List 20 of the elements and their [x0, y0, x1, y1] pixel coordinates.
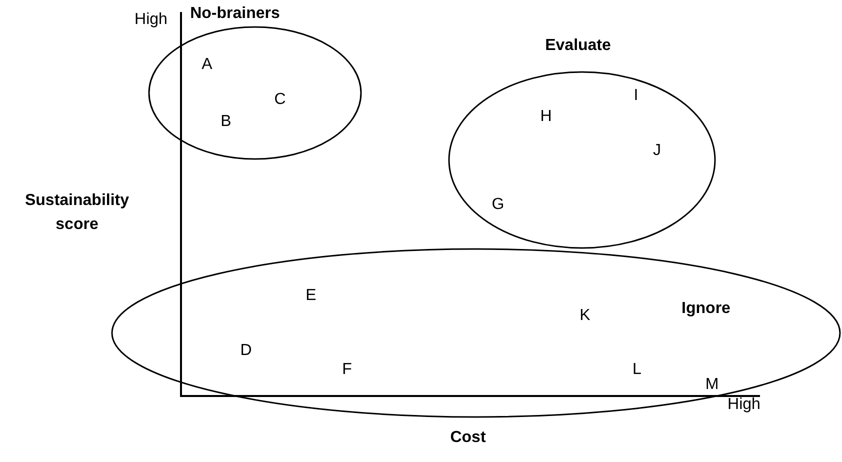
group-heading: Ignore	[682, 300, 730, 318]
axis-end-label: High	[728, 396, 760, 414]
group-heading: No-brainers	[190, 5, 280, 23]
axis-title: Sustainability score	[24, 191, 130, 235]
item-letter: M	[705, 376, 719, 394]
item-letter: L	[632, 361, 642, 379]
item-letter: I	[634, 87, 638, 105]
item-letter: K	[580, 307, 590, 325]
item-letter: F	[342, 361, 352, 379]
axis-end-label: High	[134, 11, 168, 29]
item-letter: B	[220, 113, 232, 131]
item-letter: C	[274, 91, 286, 109]
group-heading: Evaluate	[545, 37, 611, 55]
item-letter: E	[306, 287, 316, 305]
item-letter: G	[492, 196, 504, 214]
item-letter: D	[240, 342, 252, 360]
item-letter: A	[202, 56, 212, 74]
item-letter: J	[653, 142, 661, 160]
item-letter: H	[540, 108, 552, 126]
axis-title: Cost	[450, 429, 486, 447]
